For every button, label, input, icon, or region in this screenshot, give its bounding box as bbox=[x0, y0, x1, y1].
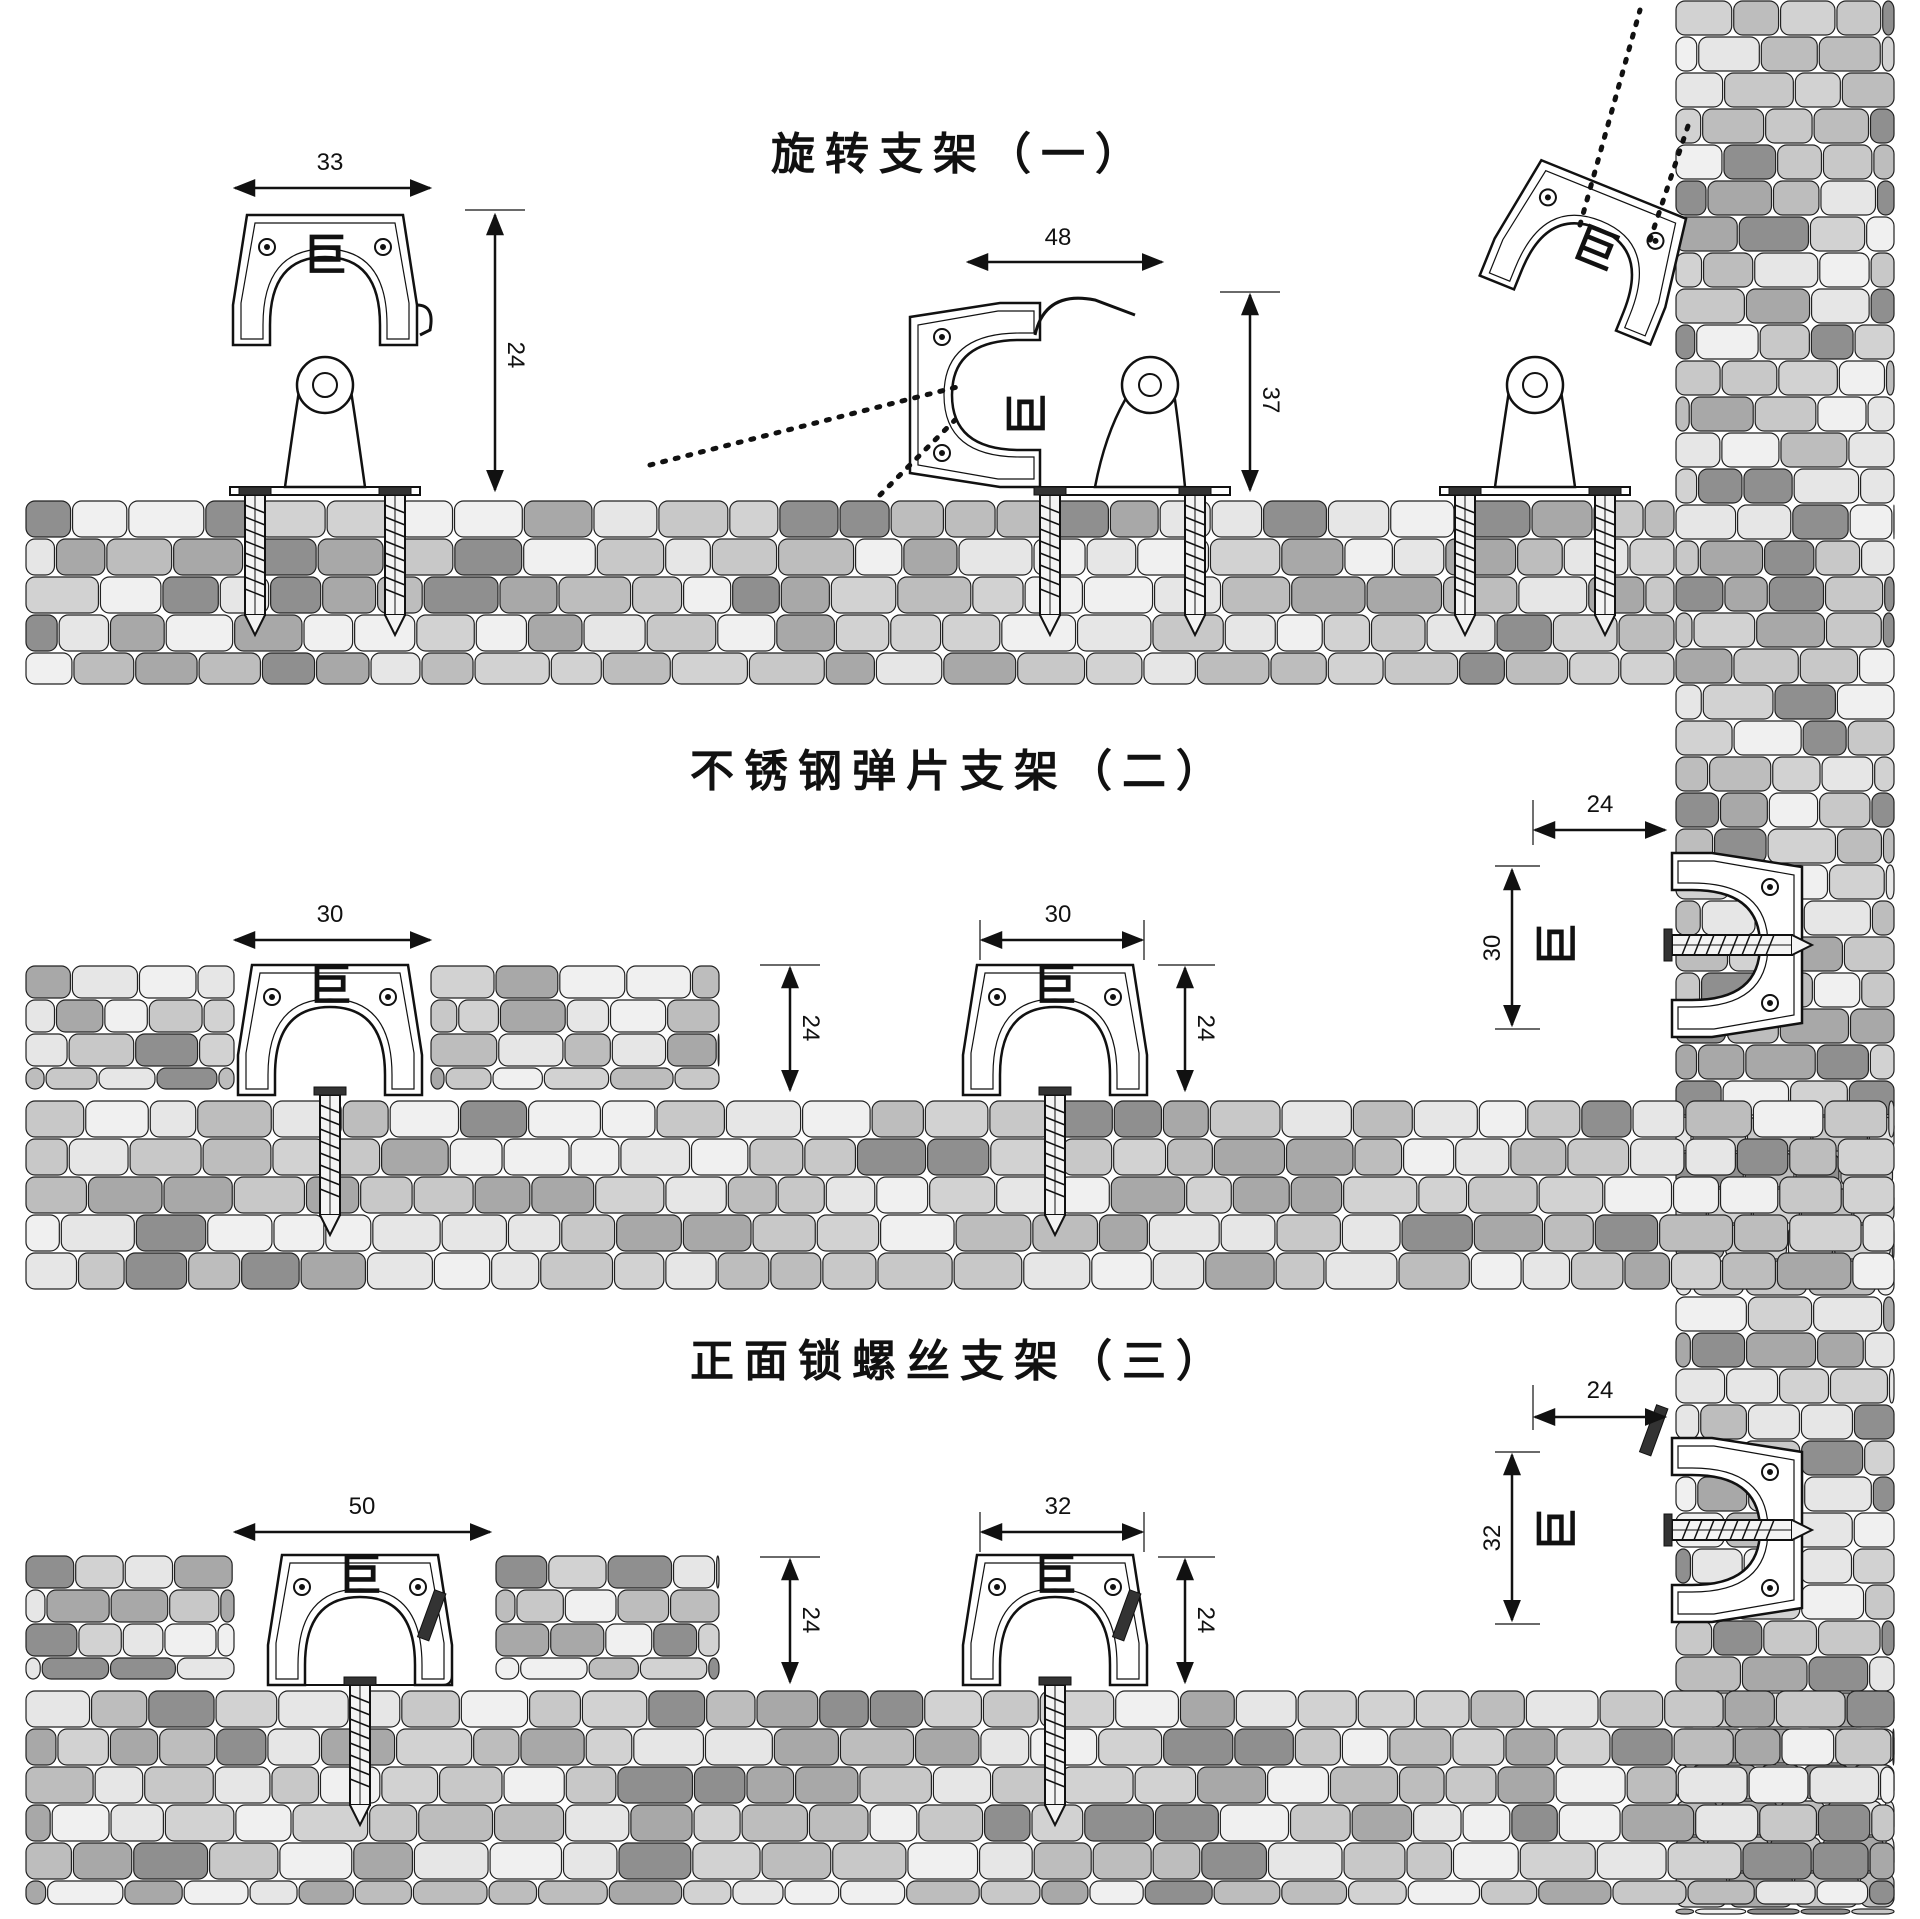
section-1-bracket-a bbox=[229, 213, 433, 636]
label-s1-b-height: 37 bbox=[1257, 387, 1284, 414]
label-s3-b-width: 32 bbox=[1045, 1493, 1072, 1520]
section-3-title: 正面锁螺丝支架（三） bbox=[690, 1336, 1230, 1387]
section-1-bracket-c bbox=[1439, 153, 1701, 636]
wall-section-3-mid bbox=[495, 1555, 720, 1680]
brand-mark-5: 巨 bbox=[1033, 960, 1077, 1011]
label-s1-b-width: 48 bbox=[1045, 224, 1072, 251]
wall-section-3-left bbox=[25, 1555, 235, 1680]
wall-section-2-left bbox=[25, 965, 235, 1090]
label-s3-c-width: 24 bbox=[1587, 1377, 1614, 1404]
label-s3-c-height: 32 bbox=[1479, 1525, 1506, 1552]
section-1-title: 旋转支架（一） bbox=[771, 129, 1149, 180]
section-2-bracket-c bbox=[1663, 851, 1813, 1039]
floor-section-2 bbox=[25, 1100, 1895, 1290]
label-s3-b-height: 24 bbox=[1192, 1607, 1219, 1634]
brand-mark-4: 巨 bbox=[308, 960, 352, 1011]
label-s1-a-height: 24 bbox=[502, 342, 529, 369]
rotation-trace-lines bbox=[647, 7, 1693, 498]
label-s3-a-width: 50 bbox=[349, 1493, 376, 1520]
wall-section-2-mid bbox=[430, 965, 720, 1090]
label-s3-a-height: 24 bbox=[797, 1607, 824, 1634]
label-s2-a-height: 24 bbox=[797, 1015, 824, 1042]
brand-mark-8: 巨 bbox=[1033, 1550, 1077, 1601]
label-s2-b-width: 30 bbox=[1045, 901, 1072, 928]
brand-mark-7: 巨 bbox=[338, 1550, 382, 1601]
section-3-bracket-b bbox=[961, 1553, 1149, 1826]
floor-section-3 bbox=[25, 1690, 1895, 1905]
brand-mark-2: 巨 bbox=[1002, 393, 1053, 437]
stone-walls bbox=[25, 0, 1895, 1915]
section-1-bracket-b bbox=[908, 296, 1231, 636]
label-s1-a-width: 33 bbox=[317, 149, 344, 176]
brand-mark-9: 巨 bbox=[1532, 1508, 1583, 1552]
label-s2-c-width: 24 bbox=[1587, 791, 1614, 818]
label-s2-a-width: 30 bbox=[317, 901, 344, 928]
label-s2-b-height: 24 bbox=[1192, 1015, 1219, 1042]
section-2-title: 不锈钢弹片支架（二） bbox=[690, 746, 1230, 797]
brand-mark-6: 巨 bbox=[1532, 923, 1583, 967]
label-s2-c-height: 30 bbox=[1479, 935, 1506, 962]
section-3-bracket-a bbox=[266, 1553, 454, 1826]
floor-section-1 bbox=[25, 500, 1675, 685]
brand-mark-1: 巨 bbox=[303, 230, 347, 281]
